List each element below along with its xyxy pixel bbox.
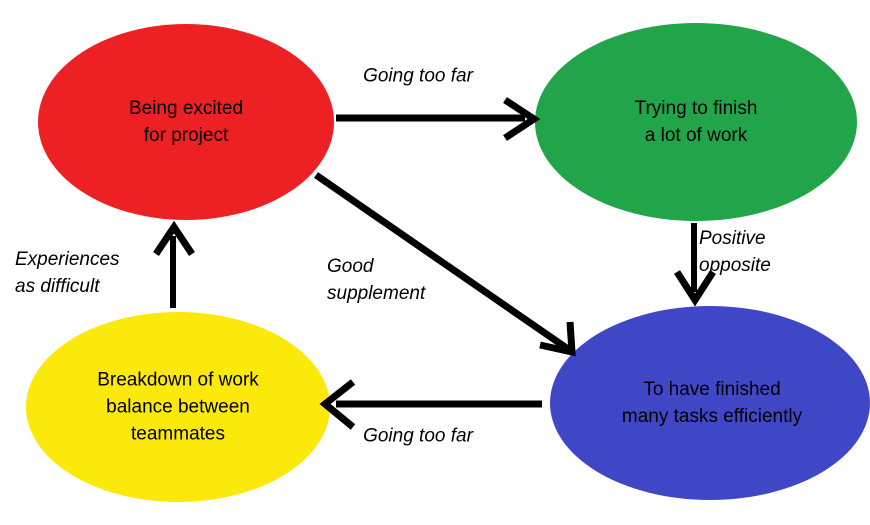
edge-excited-to-trying — [336, 97, 541, 141]
arrowhead-excited-to-finished — [539, 321, 576, 357]
arrowhead-finished-to-breakdown — [319, 379, 356, 430]
node-breakdown-of-work[interactable] — [26, 312, 330, 502]
edge-trying-to-finished — [674, 223, 716, 307]
edge-finished-to-breakdown — [319, 379, 542, 430]
arrowhead-trying-to-finished — [674, 270, 716, 307]
node-finished-many-tasks[interactable] — [550, 306, 870, 500]
node-being-excited[interactable] — [38, 24, 334, 220]
node-trying-to-finish[interactable] — [535, 23, 857, 221]
arrowhead-excited-to-trying — [503, 97, 541, 141]
arrowhead-breakdown-to-excited — [153, 220, 195, 256]
edge-breakdown-to-excited — [153, 220, 195, 308]
edge-excited-to-finished — [314, 172, 576, 357]
